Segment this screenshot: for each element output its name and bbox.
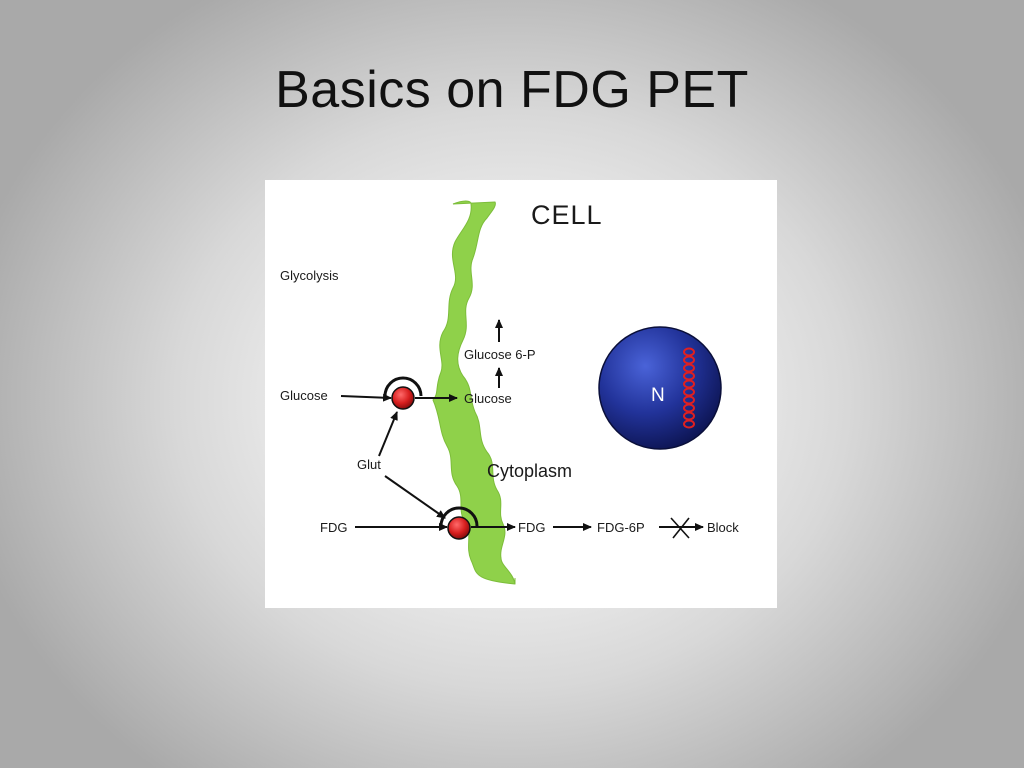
cell-label: CELL xyxy=(531,200,603,230)
diagram-graphics xyxy=(340,200,722,585)
glucose-outside-label: Glucose xyxy=(280,388,328,403)
fdg-outside-label: FDG xyxy=(320,520,348,535)
block-label: Block xyxy=(707,520,739,535)
dna-strand xyxy=(683,347,695,429)
fdg-inside-label: FDG xyxy=(518,520,546,535)
glycolysis-label: Glycolysis xyxy=(280,268,339,283)
nucleus-label: N xyxy=(651,385,665,406)
glucose-inside-label: Glucose xyxy=(464,391,512,406)
glut-transporter-fdg xyxy=(439,506,479,540)
slide-title: Basics on FDG PET xyxy=(275,61,749,119)
fdg-uptake-diagram: CELL Glycolysis Glucose Glucose Glucose … xyxy=(265,180,777,608)
glut-transporter-glucose xyxy=(383,376,423,410)
cell-membrane xyxy=(432,200,516,585)
arrow-glut-to-fdg-transporter xyxy=(384,475,446,519)
arrow-glut-to-glucose-transporter xyxy=(378,411,398,457)
glucose-6p-label: Glucose 6-P xyxy=(464,347,536,362)
block-cross-mark xyxy=(670,517,690,539)
glut-label: Glut xyxy=(357,457,381,472)
fdg-6p-label: FDG-6P xyxy=(597,520,645,535)
cytoplasm-label: Cytoplasm xyxy=(487,461,573,481)
arrow-glucose-in xyxy=(340,393,392,402)
